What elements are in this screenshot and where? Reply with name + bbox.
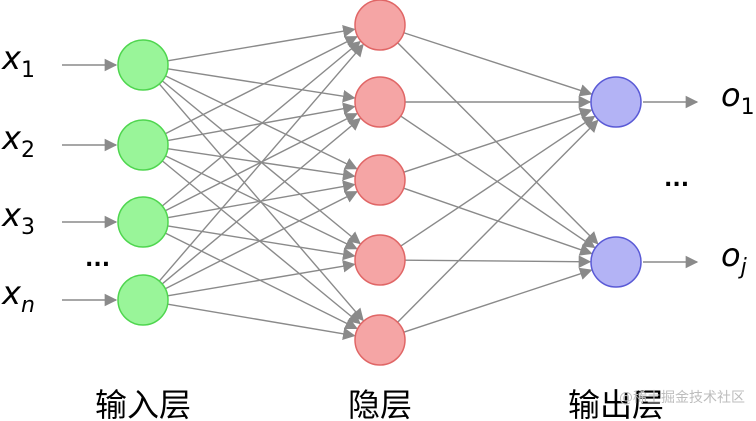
edge-input-4-hidden-1 xyxy=(158,43,364,282)
input-label-1-base: x xyxy=(1,39,22,77)
input-label-3-subscript: 3 xyxy=(21,215,35,240)
input-label-3: x3 xyxy=(1,196,35,240)
input-label-4-base: x xyxy=(1,274,22,312)
output-label-1-subscript: 1 xyxy=(741,95,755,120)
input-node-1 xyxy=(117,39,169,91)
hidden-node-1 xyxy=(354,0,406,51)
input-node-2 xyxy=(117,119,169,171)
input-label-2: x2 xyxy=(1,119,35,163)
input-label-2-base: x xyxy=(1,119,22,157)
input-node-4 xyxy=(117,274,169,326)
connection-edges xyxy=(158,25,599,340)
edge-hidden-4-output-2 xyxy=(404,255,592,268)
neuron-nodes xyxy=(117,0,642,366)
edge-hidden-5-output-2 xyxy=(403,267,593,333)
output-node-2 xyxy=(590,236,642,288)
edge-hidden-5-output-1 xyxy=(397,119,599,323)
output-label-2-subscript: j xyxy=(738,255,748,280)
edge-hidden-4-output-1 xyxy=(400,115,596,247)
output-label-1-base: o xyxy=(721,76,741,114)
edge-input-4-hidden-4 xyxy=(167,260,356,297)
output-node-1 xyxy=(590,76,642,128)
input-ellipsis: ... xyxy=(85,247,110,272)
output-label-2-base: o xyxy=(721,236,741,274)
watermark: @稀土掘金技术社区 xyxy=(619,390,745,406)
edge-input-2-hidden-5 xyxy=(161,160,361,325)
hidden-layer-label: 隐层 xyxy=(348,386,412,421)
edge-input-1-hidden-2 xyxy=(167,68,356,103)
input-label-3-base: x xyxy=(1,196,22,234)
edge-hidden-3-output-1 xyxy=(403,107,593,173)
edge-input-1-hidden-3 xyxy=(165,75,358,170)
output-label-2: oj xyxy=(721,236,748,280)
input-label-1-subscript: 1 xyxy=(21,58,35,83)
hidden-node-4 xyxy=(354,234,406,286)
edge-input-4-hidden-3 xyxy=(164,191,358,290)
edge-hidden-1-output-1 xyxy=(403,32,593,97)
hidden-node-5 xyxy=(354,314,406,366)
output-ellipsis: ... xyxy=(664,167,689,192)
edge-input-3-hidden-1 xyxy=(161,40,361,207)
input-label-4-subscript: n xyxy=(21,293,35,318)
io-arrows xyxy=(62,58,699,307)
edge-input-2-hidden-1 xyxy=(164,36,358,135)
hidden-node-3 xyxy=(354,154,406,206)
edge-input-1-hidden-1 xyxy=(167,25,356,62)
input-label-2-subscript: 2 xyxy=(21,138,35,163)
input-label-4: xn xyxy=(1,274,35,318)
edge-hidden-1-output-2 xyxy=(397,42,599,245)
input-label-1: x1 xyxy=(1,39,35,83)
edge-input-4-hidden-5 xyxy=(167,303,356,340)
input-node-3 xyxy=(117,196,169,248)
output-label-1: o1 xyxy=(721,76,755,120)
hidden-node-2 xyxy=(354,76,406,128)
edge-input-4-hidden-2 xyxy=(161,117,362,285)
input-layer-label: 输入层 xyxy=(95,386,191,421)
output-layer-label: 输出层 xyxy=(568,386,664,421)
